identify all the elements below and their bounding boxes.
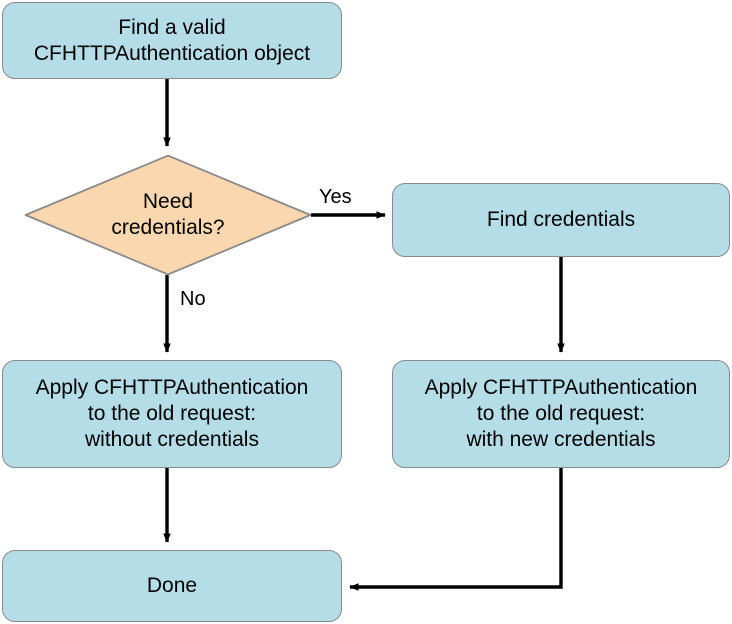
edge-apply-with-to-done [349,468,563,591]
edge-label-no: No [180,288,206,310]
node-need-credentials[interactable]: Need credentials? [24,154,312,276]
edge-label-yes: Yes [319,186,352,208]
node-apply-without-credentials-label: Apply CFHTTPAuthentication to the old re… [35,376,309,451]
diamond-shape [24,154,312,276]
node-find-valid-object[interactable]: Find a valid CFHTTPAuthentication object [2,2,342,79]
node-apply-with-new-credentials[interactable]: Apply CFHTTPAuthentication to the old re… [392,360,730,468]
node-done-label: Done [146,574,198,597]
node-find-credentials-label: Find credentials [486,208,636,231]
node-find-credentials[interactable]: Find credentials [392,183,730,257]
node-apply-without-credentials[interactable]: Apply CFHTTPAuthentication to the old re… [2,360,342,468]
node-find-valid-object-label: Find a valid CFHTTPAuthentication object [33,15,311,65]
node-apply-with-new-credentials-label: Apply CFHTTPAuthentication to the old re… [424,376,698,451]
node-done[interactable]: Done [2,550,342,622]
